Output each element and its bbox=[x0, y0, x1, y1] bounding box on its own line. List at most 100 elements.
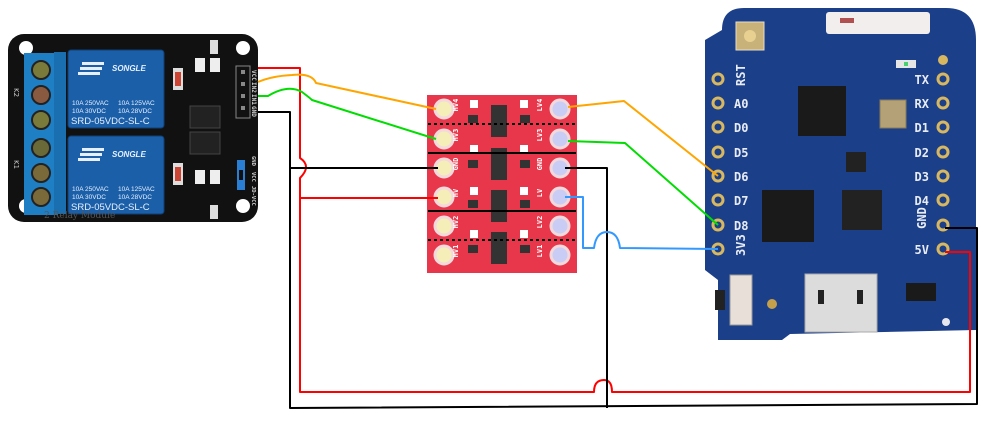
resistor bbox=[195, 170, 205, 184]
right-header-pins bbox=[936, 55, 950, 256]
pin-label-gnd-wemos: GND bbox=[915, 207, 929, 229]
pin-label-lv-gnd: GND bbox=[536, 158, 544, 171]
wires bbox=[257, 67, 978, 409]
logic-level-converter: HV4 HV3 GND HV HV2 HV1 LV4 LV3 GND LV LV… bbox=[427, 95, 577, 273]
pin-label-5v: 5V bbox=[915, 243, 929, 257]
pin-label-vcc: VCC bbox=[250, 70, 257, 81]
small-chip bbox=[846, 152, 866, 172]
input-header bbox=[235, 65, 251, 119]
pin-label-hv2: HV2 bbox=[452, 216, 460, 229]
header-pins bbox=[241, 70, 245, 110]
relay-rating: 10A 250VAC bbox=[72, 100, 109, 107]
module-label: 2 Relay Module bbox=[44, 211, 115, 221]
pin-label-in2: IN2 bbox=[250, 82, 257, 93]
relay-2: SONGLE 10A 250VAC 10A 125VAC 10A 30VDC 1… bbox=[67, 135, 165, 215]
relay-rating: 10A 28VDC bbox=[118, 108, 152, 115]
relay-module: K2 K1 SONGLE 10A 250VAC 10A 125VAC 10A 3… bbox=[8, 34, 258, 222]
pin-label-hv-gnd: GND bbox=[452, 158, 460, 171]
pin-label-d6: D6 bbox=[734, 170, 748, 184]
pin-label-3v3: 3V3 bbox=[734, 234, 748, 256]
channel-label-k1: K1 bbox=[12, 160, 20, 169]
resistor bbox=[195, 58, 205, 72]
status-led bbox=[210, 40, 218, 54]
micro-usb-port[interactable] bbox=[804, 273, 878, 333]
pin-label-lv: LV bbox=[536, 188, 544, 197]
pin-label-lv3: LV3 bbox=[536, 129, 544, 142]
pin-label-rst: RST bbox=[734, 64, 748, 86]
mount-hole bbox=[236, 199, 250, 213]
pin-label-gnd: GND bbox=[250, 106, 257, 117]
relay-model: SRD-05VDC-SL-C bbox=[71, 202, 150, 213]
relay-rating: 10A 125VAC bbox=[118, 186, 155, 193]
wire-lv-gnd bbox=[565, 167, 608, 408]
relay-rating: 10A 250VAC bbox=[72, 186, 109, 193]
pin-label-hv1: HV1 bbox=[452, 245, 460, 258]
pin-label-hv3: HV3 bbox=[452, 129, 460, 142]
relay-rating: 10A 125VAC bbox=[118, 100, 155, 107]
crystal bbox=[879, 99, 907, 129]
wire-gnd-to-hv-gnd bbox=[258, 111, 438, 169]
resistor bbox=[210, 170, 220, 184]
hv-pins bbox=[433, 98, 455, 266]
relay-1: SONGLE 10A 250VAC 10A 125VAC 10A 30VDC 1… bbox=[67, 49, 165, 129]
esp8266-chip bbox=[798, 86, 846, 136]
voltage-regulator bbox=[906, 283, 936, 301]
relay-rating: 10A 28VDC bbox=[118, 194, 152, 201]
mount-hole bbox=[19, 41, 33, 55]
pin-label-hv4: HV4 bbox=[452, 99, 460, 112]
pin-label-rx: RX bbox=[915, 97, 930, 111]
relay-rating: 10A 30VDC bbox=[72, 194, 106, 201]
mount-hole bbox=[236, 41, 250, 55]
reset-button-actuator bbox=[715, 290, 725, 310]
pin-label-lv4: LV4 bbox=[536, 99, 544, 112]
pin-label-hv: HV bbox=[452, 188, 460, 197]
pin-label-d4: D4 bbox=[915, 194, 929, 208]
pin-label-d2: D2 bbox=[915, 146, 929, 160]
chip-antenna bbox=[826, 12, 930, 34]
pin-label-d5: D5 bbox=[734, 146, 748, 160]
reset-button[interactable] bbox=[729, 274, 753, 326]
pin-label-d7: D7 bbox=[734, 194, 748, 208]
mosfet bbox=[491, 148, 507, 180]
terminal-side bbox=[54, 52, 66, 214]
relay-brand: SONGLE bbox=[112, 150, 146, 159]
pin-label-in1: IN1 bbox=[250, 94, 257, 105]
wire-in2-to-hv4 bbox=[257, 73, 437, 110]
mount-pad bbox=[767, 299, 777, 309]
pin-label-jd-vcc: JD-VCC bbox=[250, 186, 256, 206]
wire-lv4-to-d6 bbox=[567, 100, 719, 177]
smd-pads bbox=[470, 100, 528, 238]
terminal-screws bbox=[31, 60, 51, 207]
pin-label-lv1: LV1 bbox=[536, 245, 544, 258]
relay-rating: 10A 30VDC bbox=[72, 108, 106, 115]
left-header-pins bbox=[711, 72, 725, 256]
wire-lv-to-3v3 bbox=[565, 196, 719, 250]
pin-label-d0: D0 bbox=[734, 121, 748, 135]
flash-chip bbox=[762, 190, 814, 242]
channel-label-k2: K2 bbox=[12, 88, 20, 97]
wire-in1-to-hv3 bbox=[258, 87, 437, 140]
pin-label-d8: D8 bbox=[734, 219, 748, 233]
resistors bbox=[468, 115, 530, 253]
pin-label-a0: A0 bbox=[734, 97, 748, 111]
mount-hole bbox=[942, 318, 950, 326]
wire-gnd-bus bbox=[289, 168, 978, 409]
wire-hv-to-5v bbox=[299, 198, 971, 393]
pin-label-gnd-jumper: GND bbox=[250, 156, 256, 167]
wemos-board bbox=[705, 8, 976, 340]
pin-label-lv2: LV2 bbox=[536, 216, 544, 229]
optocoupler bbox=[189, 105, 221, 129]
status-led bbox=[210, 205, 218, 219]
pin-label-d3: D3 bbox=[915, 170, 929, 184]
relay-model: SRD-05VDC-SL-C bbox=[71, 116, 150, 127]
optocoupler bbox=[189, 131, 221, 155]
usb-serial-chip bbox=[842, 190, 882, 230]
pin-label-d1: D1 bbox=[915, 121, 929, 135]
relay-brand: SONGLE bbox=[112, 64, 146, 73]
wire-vcc-to-hv bbox=[258, 67, 438, 199]
mosfet bbox=[491, 232, 507, 264]
mosfet bbox=[491, 105, 507, 137]
resistor bbox=[210, 58, 220, 72]
mosfet bbox=[491, 190, 507, 222]
